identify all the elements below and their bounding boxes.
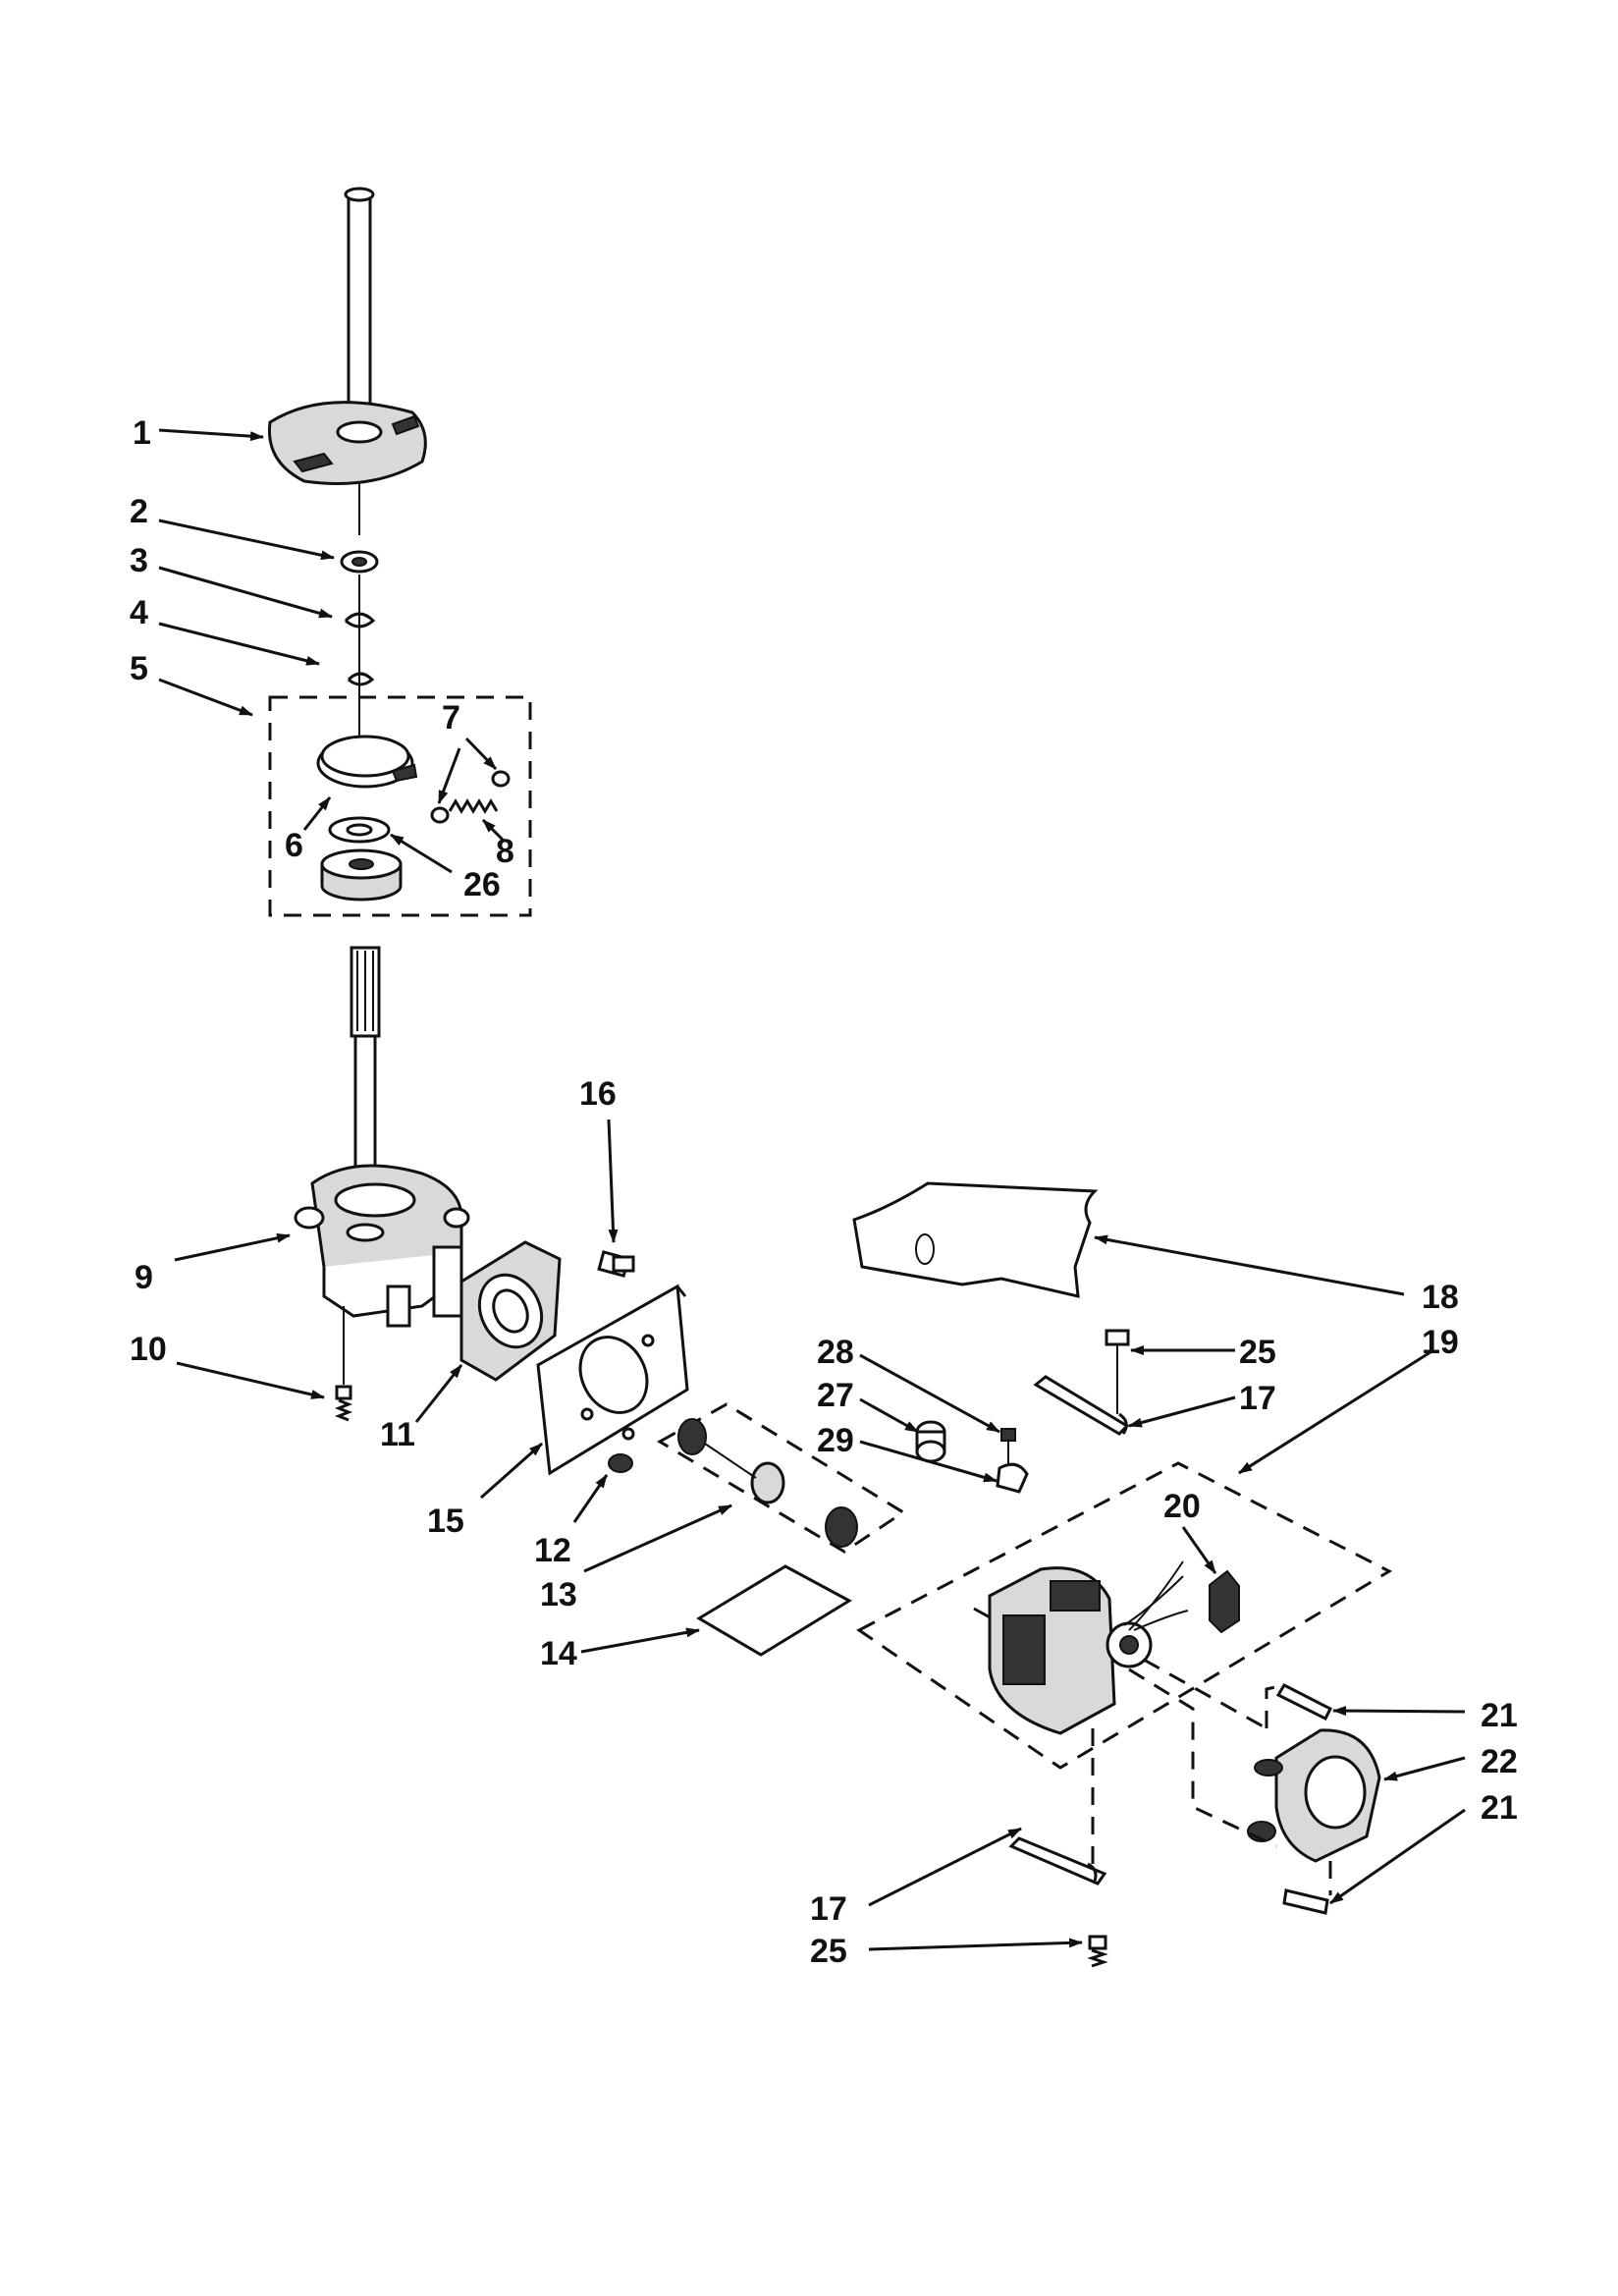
leader-18 [1094,1234,1405,1296]
leader-26 [390,833,453,874]
leader-29 [859,1440,998,1483]
part-17-clip-top [1033,1375,1130,1436]
leader-3 [158,566,333,619]
leader-21b [1329,1808,1466,1905]
label-25-top: 25 [1239,1334,1276,1371]
leader-10 [176,1361,325,1399]
label-14: 14 [540,1635,577,1672]
leader-20 [1181,1526,1217,1574]
label-3: 3 [130,542,148,579]
leader-25b [868,1938,1083,1951]
leader-11 [414,1364,463,1423]
part-13-coupler-assembly [656,1402,906,1554]
part-11-adapter-plate [459,1240,562,1382]
part-10-screw [334,1385,353,1422]
leader-8 [481,818,505,842]
leader-19 [1238,1348,1434,1475]
leader-6 [302,796,332,831]
label-10: 10 [130,1331,167,1368]
part-22-pump [1247,1728,1381,1863]
part-25-screw-top [1105,1329,1130,1414]
part-29-clamp [996,1462,1029,1494]
label-7: 7 [442,699,460,737]
label-21-lower: 21 [1481,1789,1518,1827]
label-2: 2 [130,493,148,530]
part-14-pad [696,1564,853,1657]
motor [973,1560,1189,1735]
leader-14 [580,1627,700,1654]
label-8: 8 [496,833,514,870]
part-12-nut [608,1453,633,1473]
part-15-mounting-plate [536,1284,689,1476]
label-15: 15 [427,1503,464,1540]
part-28-screw [1000,1428,1016,1463]
part-7-spring-caps [430,770,511,824]
part-1-drive-shaft-cam [267,187,427,535]
part-4-clip [347,672,375,686]
part-27-cap [915,1420,946,1463]
label-9: 9 [135,1259,153,1296]
label-27: 27 [817,1377,854,1414]
part-26-retainer [328,816,391,844]
label-5: 5 [130,650,148,687]
label-19: 19 [1422,1324,1459,1361]
part-20-switch [1209,1569,1240,1634]
part-21-clip-upper [1275,1683,1333,1722]
leader-13 [583,1503,732,1573]
part-2-washer [340,550,379,574]
label-1: 1 [133,414,151,452]
part-16-bolt [597,1250,635,1278]
label-28: 28 [817,1334,854,1371]
leader-7b [464,737,498,771]
label-26: 26 [463,866,501,903]
leader-28 [859,1353,1000,1434]
brake-hub [320,848,403,902]
part-19-motor-assembly-box [856,1461,1393,1770]
label-16: 16 [579,1075,617,1113]
leader-1 [158,428,264,442]
part-25-screw-bottom [1087,1935,1108,1968]
leader-17a [1128,1395,1236,1428]
label-6: 6 [285,827,303,864]
label-11: 11 [380,1416,415,1453]
part-8-spring [448,798,499,814]
leader-5 [158,678,253,717]
label-20: 20 [1163,1488,1201,1525]
part-17-clip-bottom [1008,1836,1107,1886]
part-5-brake-assembly-box [268,695,532,917]
part-21-clip-lower [1282,1888,1329,1915]
leader-17b [868,1827,1022,1907]
leader-4 [158,622,320,666]
label-29: 29 [817,1422,854,1459]
part-18-shield [852,1181,1099,1298]
label-17-bottom: 17 [810,1890,847,1928]
label-21-upper: 21 [1481,1697,1518,1734]
label-25-bottom: 25 [810,1933,847,1970]
leader-9 [174,1232,291,1262]
leader-15 [480,1442,543,1500]
leader-12 [572,1474,609,1523]
label-17-top: 17 [1239,1380,1276,1417]
leader-7a [437,747,461,804]
label-22: 22 [1481,1743,1518,1780]
leader-27 [859,1397,919,1434]
part-6-band [316,735,418,789]
label-12: 12 [534,1532,571,1569]
leader-22 [1383,1756,1466,1781]
part-9-gearcase [294,1164,470,1385]
leader-16 [607,1119,619,1243]
label-13: 13 [540,1576,577,1613]
label-18: 18 [1422,1279,1459,1316]
leader-21a [1332,1706,1466,1717]
part-3-clip [344,612,376,629]
label-4: 4 [130,594,148,631]
leader-2 [158,519,335,561]
